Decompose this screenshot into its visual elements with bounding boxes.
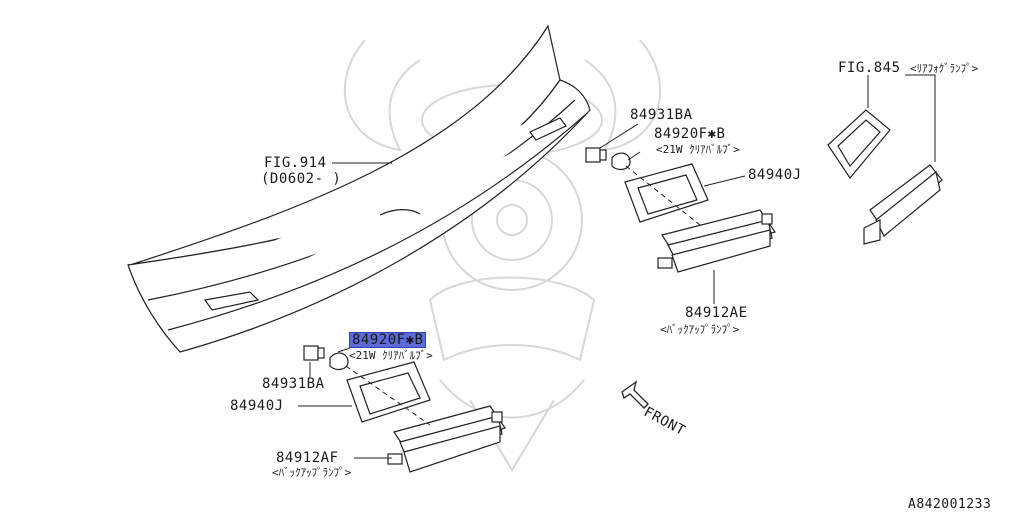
right-bulb: [611, 152, 631, 171]
catalog-id: A842001233: [908, 497, 992, 512]
right-socket: [585, 147, 607, 163]
label-right-84920[interactable]: 84920F✱B: [654, 126, 726, 142]
right-lamp: [657, 209, 776, 273]
label-right-84931BA[interactable]: 84931BA: [630, 107, 693, 123]
label-fig845-sub: <ﾘｱﾌｫｸﾞﾗﾝﾌﾟ>: [910, 62, 979, 75]
fig845-lamp: [863, 164, 943, 245]
label-right-backup: <ﾊﾞｯｸｱｯﾌﾟﾗﾝﾌﾟ>: [660, 323, 740, 336]
left-socket: [303, 345, 325, 361]
label-left-84912AF[interactable]: 84912AF: [276, 450, 339, 466]
label-right-bulb: <21W ｸﾘｱﾊﾞﾙﾌﾞ>: [656, 143, 740, 156]
left-gasket: [346, 361, 431, 423]
label-left-84940J[interactable]: 84940J: [230, 398, 284, 414]
right-gasket: [624, 163, 709, 223]
fig845-gasket: [827, 109, 891, 180]
front-arrow-icon: [621, 380, 649, 409]
label-right-84940J[interactable]: 84940J: [748, 167, 802, 183]
label-fig914-range: (D0602- ): [261, 171, 342, 187]
label-fig914[interactable]: FIG.914: [264, 155, 327, 171]
left-lamp: [387, 405, 506, 473]
label-left-84920-highlighted[interactable]: 84920F✱B: [348, 332, 427, 348]
left-bulb: [329, 352, 349, 371]
label-left-84931BA[interactable]: 84931BA: [262, 376, 325, 392]
label-right-84912AE[interactable]: 84912AE: [685, 305, 748, 321]
rear-panel: [127, 24, 591, 353]
label-left-backup: <ﾊﾞｯｸｱｯﾌﾟﾗﾝﾌﾟ>: [272, 466, 352, 479]
label-fig845[interactable]: FIG.845: [838, 60, 901, 76]
label-left-bulb: <21W ｸﾘｱﾊﾞﾙﾌﾞ>: [349, 349, 433, 362]
